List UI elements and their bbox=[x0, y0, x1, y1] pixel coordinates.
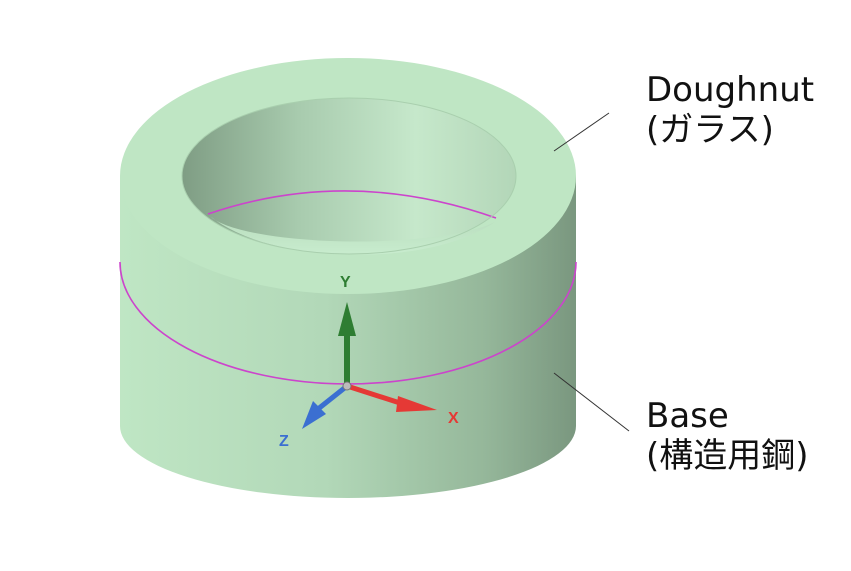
bore-inner-wall bbox=[182, 98, 516, 254]
z-axis-line bbox=[316, 384, 349, 411]
doughnut-callout: Doughnut (ガラス) bbox=[646, 70, 814, 150]
doughnut-leader-line bbox=[553, 112, 610, 152]
base-material-label: (構造用鋼) bbox=[646, 436, 809, 476]
x-axis-label: X bbox=[448, 410, 459, 427]
bore-rim-edge bbox=[181, 97, 517, 255]
z-axis-label: Z bbox=[279, 433, 289, 450]
x-axis-arrowhead bbox=[396, 396, 437, 412]
y-axis-label: Y bbox=[340, 274, 351, 291]
y-axis-arrowhead bbox=[338, 302, 356, 336]
doughnut-name-label: Doughnut bbox=[646, 70, 815, 110]
x-axis-line bbox=[346, 383, 401, 406]
z-axis-arrowhead bbox=[302, 401, 326, 429]
doughnut-material-label: (ガラス) bbox=[646, 110, 774, 150]
axis-origin bbox=[342, 381, 352, 391]
base-leader-line bbox=[553, 372, 630, 432]
bore-floor bbox=[210, 216, 495, 255]
axis-triad: Y X Z bbox=[279, 274, 459, 450]
base-name-label: Base bbox=[646, 396, 729, 436]
bore-inner-seam bbox=[207, 190, 497, 219]
base-callout: Base (構造用鋼) bbox=[646, 396, 809, 476]
